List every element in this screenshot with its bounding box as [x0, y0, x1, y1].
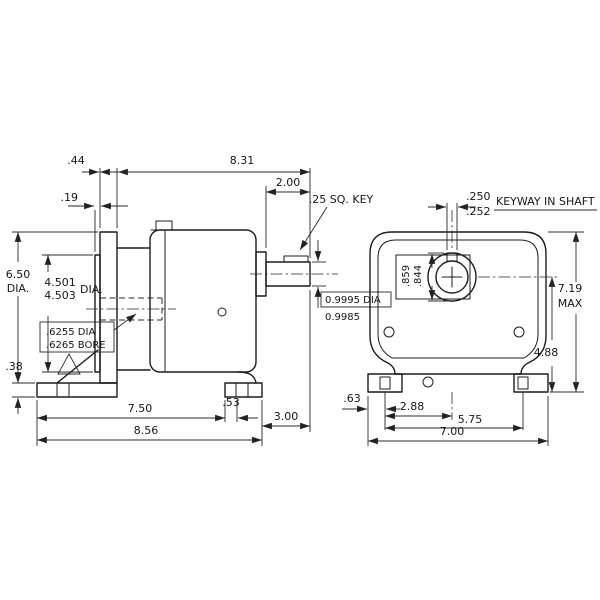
- end-view: [367, 210, 560, 420]
- callout-shaft-diameter: 0.9995 DIA 0.9985: [312, 240, 392, 323]
- top-bolt: [155, 220, 173, 231]
- dim-flange-diameter: 6.50 DIA.: [6, 232, 31, 383]
- key-height-upper: .859: [401, 265, 412, 287]
- keyway-note-label: KEYWAY IN SHAFT: [496, 195, 595, 208]
- slot-offset-label: .63: [343, 392, 361, 405]
- extension-lines-end: [367, 203, 584, 446]
- bore-callout-line1: .6255 DIA: [46, 327, 95, 338]
- drain-hole: [422, 376, 434, 388]
- dim-shaft-to-base: 3.00: [262, 410, 310, 430]
- flange-thickness-label: .44: [67, 154, 85, 167]
- overall-height-suffix: MAX: [558, 297, 583, 310]
- overall-length-label: 8.31: [230, 154, 255, 167]
- flange-diameter-suffix: DIA.: [7, 282, 30, 295]
- dim-center-height: 4.88: [534, 277, 559, 392]
- base-thickness-label: .38: [5, 360, 23, 373]
- right-foot-pad: [224, 382, 263, 398]
- end-view-body: [369, 231, 547, 375]
- center-height-label: 4.88: [534, 346, 559, 359]
- dim-key-height: .859 .844: [401, 254, 436, 300]
- pilot-diameter-lower: 4.503: [44, 289, 76, 302]
- square-key-label: .25 SQ. KEY: [309, 193, 374, 206]
- bore-callout-box: [39, 321, 115, 353]
- bolt-hole: [383, 326, 395, 338]
- keyway-width-lower: .252: [466, 205, 491, 218]
- callout-bore: .6255 DIA .6265 BORE: [39, 313, 137, 375]
- slot-spacing-label: 5.75: [458, 413, 483, 426]
- end-view-body-inner: [377, 239, 539, 359]
- dim-flange-thickness: .44: [67, 154, 136, 176]
- housing-screw: [217, 307, 227, 317]
- shaft-diameter-box: [320, 291, 392, 308]
- dim-base-overall: 8.56: [37, 424, 262, 444]
- note-triangle: [57, 353, 81, 375]
- side-view: [36, 220, 338, 398]
- dim-center-to-slot: 2.88: [385, 400, 452, 420]
- base-overall-label: 8.56: [134, 424, 159, 437]
- dim-keyway-width: .250 .252: [428, 190, 491, 218]
- pilot-diameter-upper: 4.501: [44, 276, 76, 289]
- callout-keyway-note: KEYWAY IN SHAFT: [494, 195, 597, 211]
- dim-foot-pad: .53: [222, 396, 258, 422]
- shaft-inner-circle: [435, 260, 469, 294]
- dim-foot-length: 7.50: [37, 402, 225, 422]
- flange-diameter-value: 6.50: [6, 268, 31, 281]
- shaft-diameter-boxed: 0.9995 DIA: [325, 295, 381, 306]
- callout-square-key: .25 SQ. KEY: [299, 193, 374, 251]
- extension-lines-side: [12, 168, 311, 446]
- key-height-lower: .844: [413, 265, 424, 287]
- keyway: [446, 252, 458, 263]
- foot-length-label: 7.50: [128, 402, 153, 415]
- shaft-to-base-label: 3.00: [274, 410, 299, 423]
- dim-slot-offset: .63: [342, 392, 400, 413]
- end-left-foot-slot: [379, 376, 391, 390]
- mounting-flange: [99, 231, 118, 384]
- overall-height-value: 7.19: [558, 282, 583, 295]
- pilot-boss: [94, 254, 101, 373]
- feet-width-label: 7.00: [440, 425, 465, 438]
- bolt-hole: [513, 326, 525, 338]
- bore-callout-line2: .6265 BORE: [46, 340, 106, 351]
- dim-pilot-diameter: 4.501 4.503 DIA.: [44, 255, 103, 372]
- end-right-foot: [513, 373, 549, 393]
- dim-slot-spacing: 5.75: [385, 413, 523, 432]
- end-right-foot-slot: [517, 376, 529, 390]
- dim-base-thickness: .38: [5, 360, 23, 414]
- pilot-diameter-suffix: DIA.: [80, 283, 103, 296]
- center-to-slot-label: 2.88: [400, 400, 425, 413]
- left-foot-pad: [36, 382, 118, 398]
- shaft-key: [283, 255, 309, 263]
- gusset-line: [56, 349, 99, 384]
- shaft-diameter-lower: 0.9985: [325, 312, 360, 323]
- dim-overall-length: 8.31: [100, 154, 310, 176]
- keyway-width-upper: .250: [466, 190, 491, 203]
- pilot-projection-label: .19: [61, 191, 79, 204]
- gear-housing: [149, 229, 257, 373]
- foot-pad-label: .53: [222, 396, 240, 409]
- dim-feet-width: 7.00: [368, 425, 548, 445]
- dim-pilot-projection: .19: [61, 191, 128, 210]
- shaft-extension-label: 2.00: [276, 176, 301, 189]
- foot-transition-curve: [237, 371, 257, 384]
- dim-shaft-extension: 2.00: [266, 176, 310, 196]
- dim-overall-height: 7.19 MAX: [558, 232, 583, 392]
